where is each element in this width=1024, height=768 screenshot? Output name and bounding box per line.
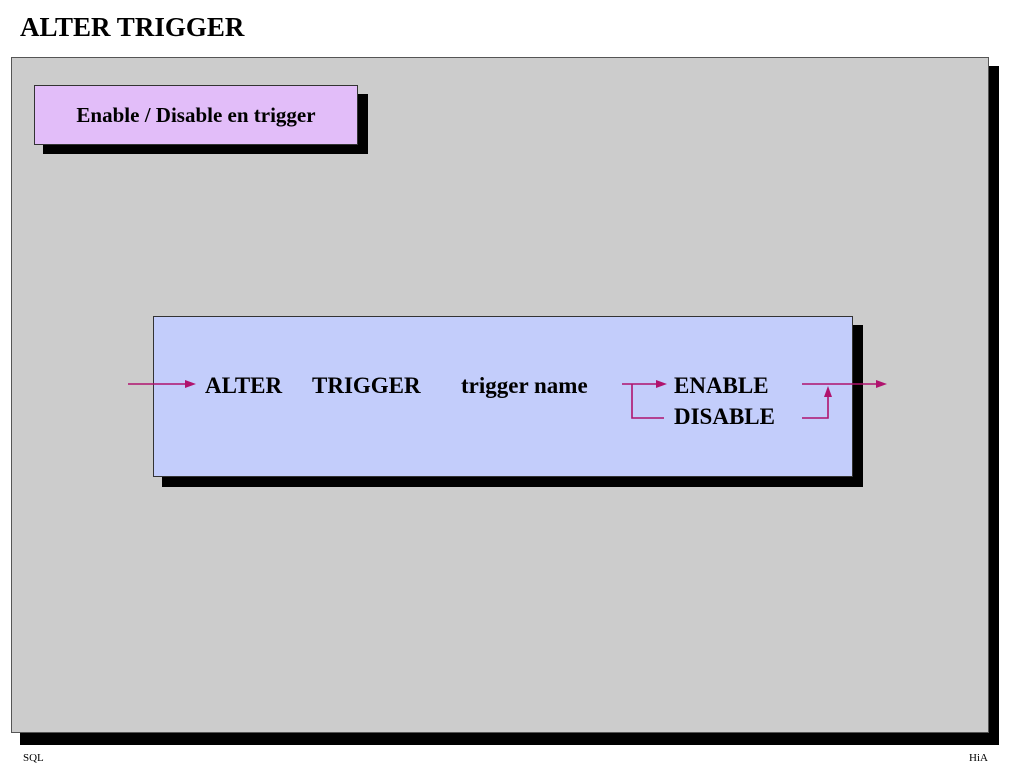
- slide-title: ALTER TRIGGER: [20, 12, 245, 42]
- syntax-diagram-box: [153, 316, 853, 477]
- option-enable: ENABLE: [674, 373, 769, 398]
- keyword-trigger: TRIGGER: [312, 373, 421, 398]
- keyword-alter: ALTER: [205, 373, 283, 398]
- subtitle-text: Enable / Disable en trigger: [76, 102, 316, 127]
- trigger-name-placeholder: trigger name: [461, 373, 588, 398]
- subtitle-box: Enable / Disable en trigger: [34, 85, 358, 145]
- option-disable: DISABLE: [674, 404, 775, 429]
- footer-right: HiA: [969, 752, 988, 764]
- footer-left: SQL: [23, 752, 44, 764]
